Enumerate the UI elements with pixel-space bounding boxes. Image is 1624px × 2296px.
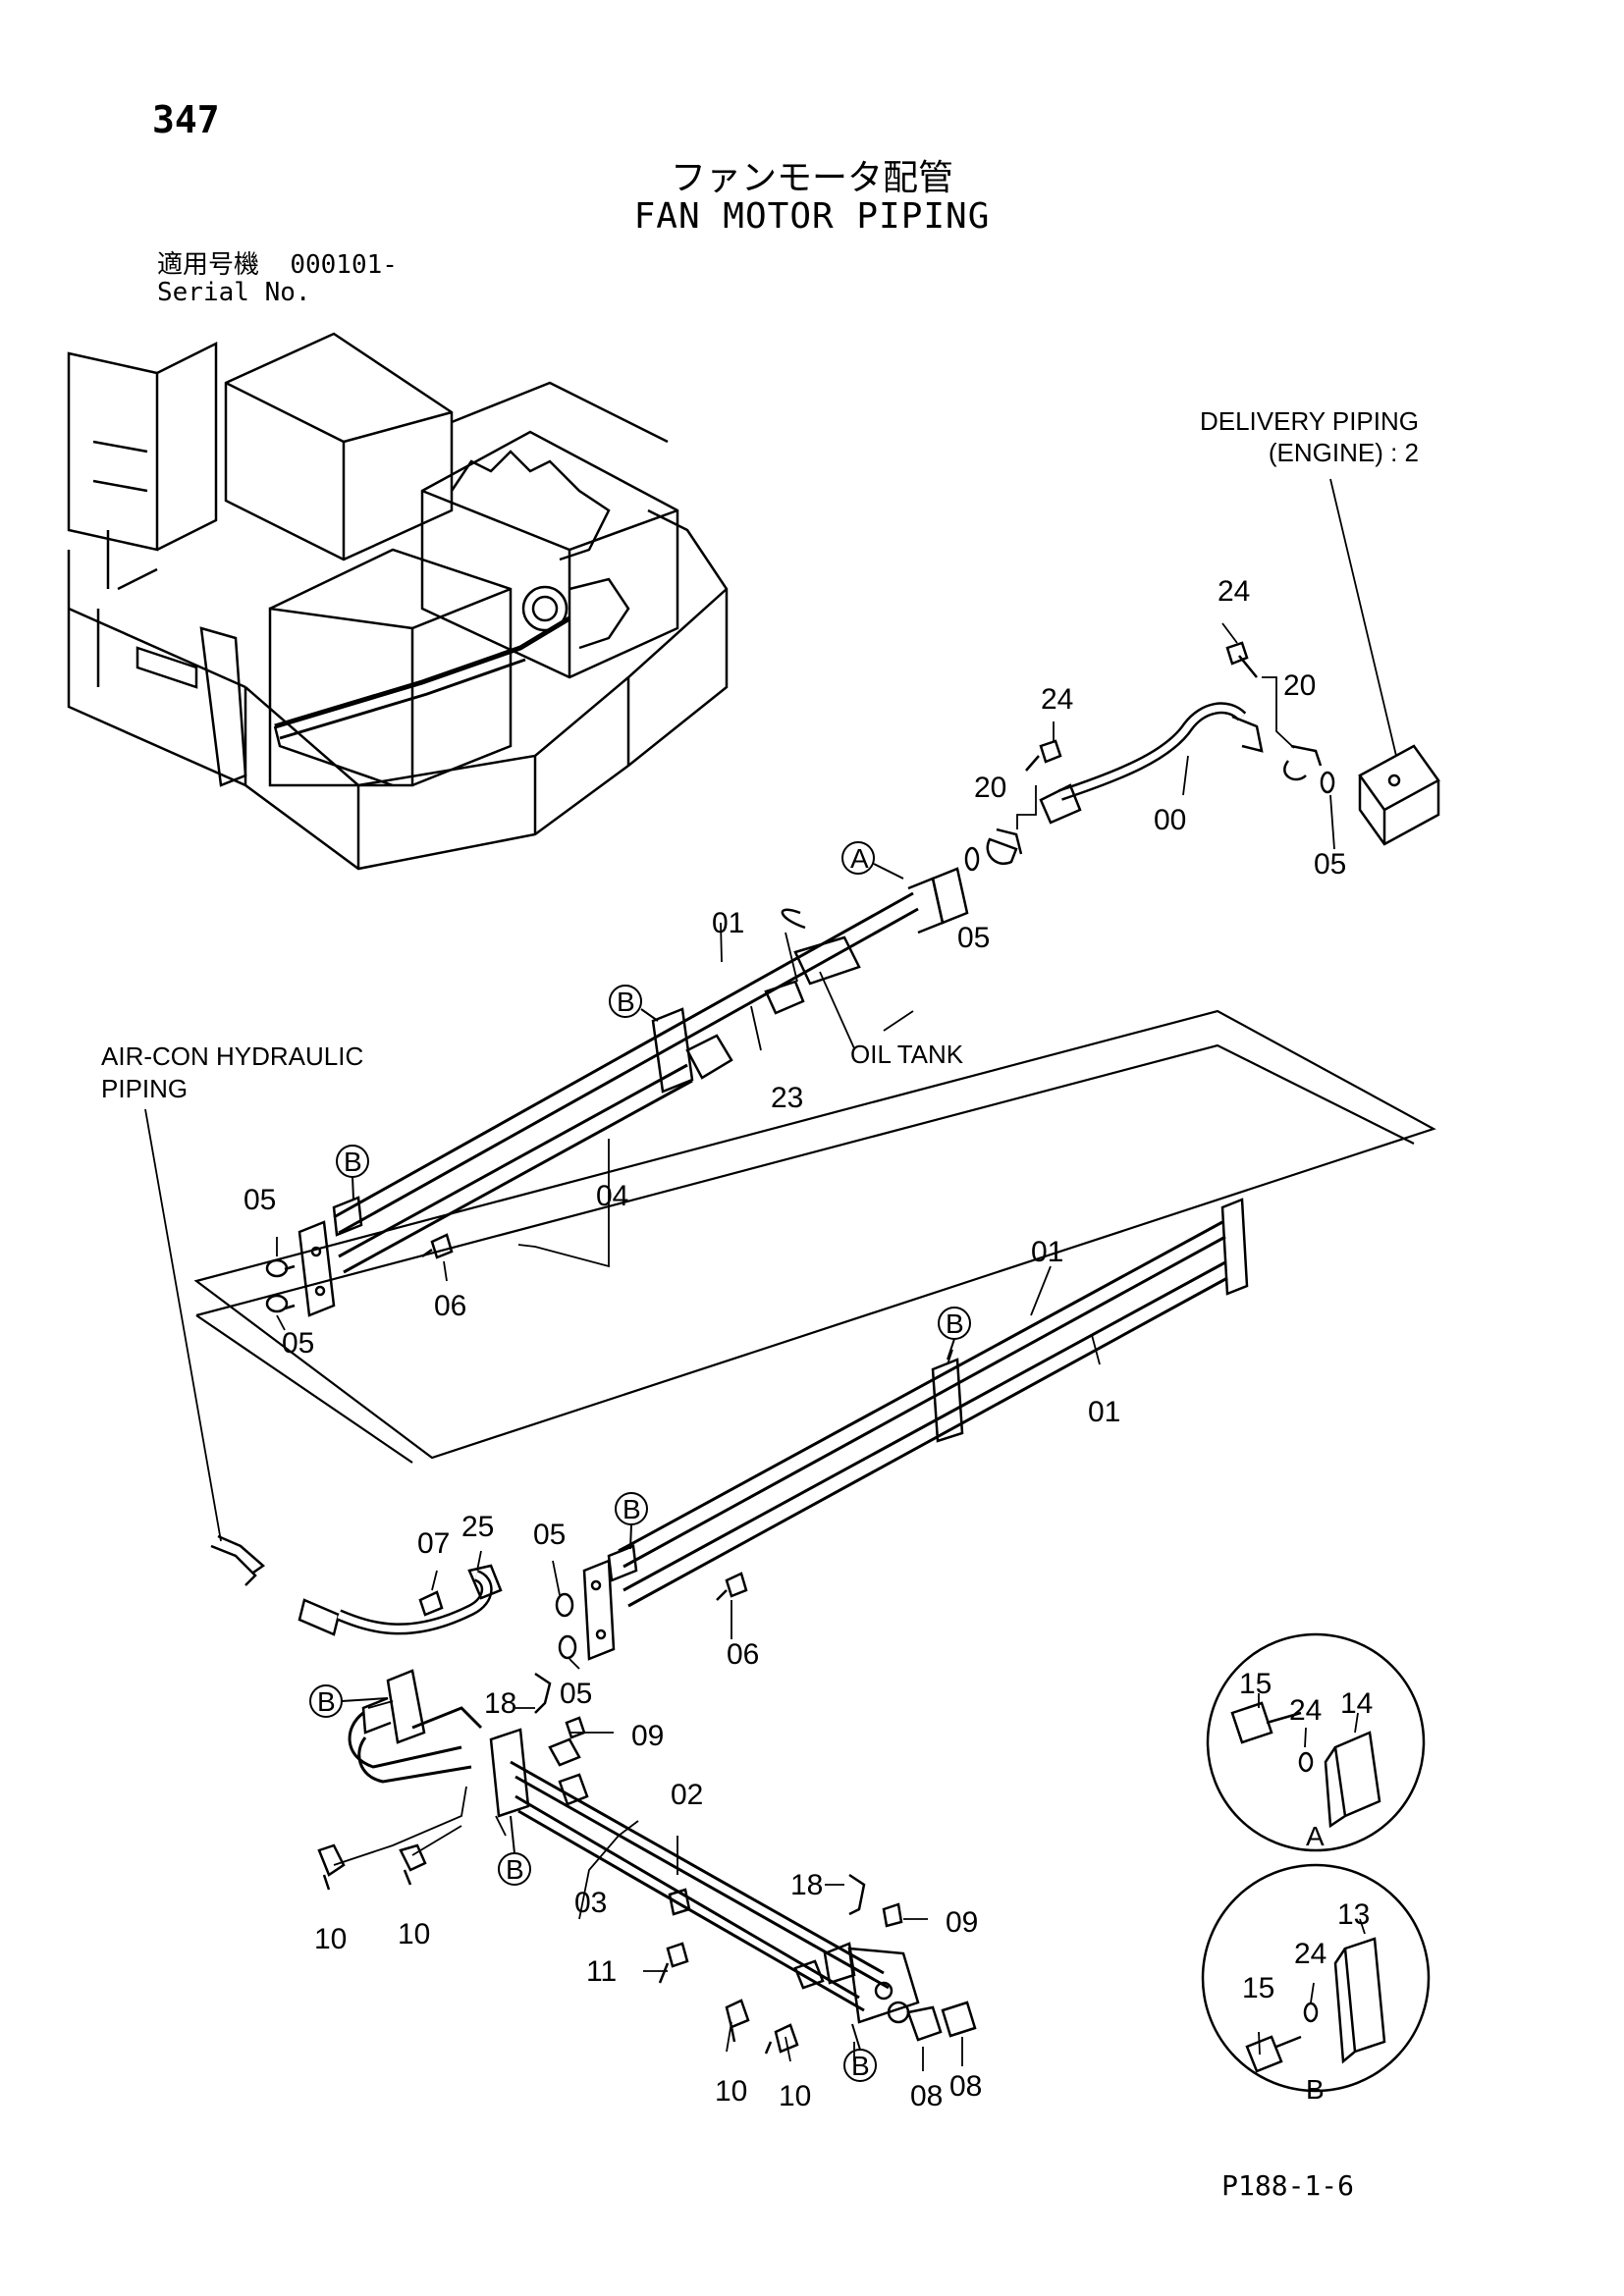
part-06: 06: [727, 1638, 759, 1671]
serial-en-label: Serial No.: [157, 278, 311, 307]
part-08: 08: [949, 2070, 982, 2103]
part-11: 11: [586, 1955, 617, 1988]
part-08: 08: [910, 2080, 943, 2112]
lower-pipe-assembly: [210, 1534, 977, 2055]
delivery-engine-label: (ENGINE) : 2: [1269, 438, 1419, 467]
part-05: 05: [244, 1184, 276, 1216]
callout-b-letter-7: B: [851, 2051, 870, 2081]
callouts: [309, 841, 971, 2082]
part-10: 10: [398, 1918, 430, 1950]
part-18: 18: [790, 1869, 823, 1901]
part-15: 15: [1242, 1972, 1274, 2004]
serial-block: 適用号機 000101- Serial No.: [157, 251, 398, 306]
reference-code: P188-1-6: [1221, 2169, 1354, 2202]
delivery-piping-label: DELIVERY PIPING: [1200, 406, 1419, 436]
part-05: 05: [282, 1327, 314, 1360]
oil-tank-label: OIL TANK: [850, 1040, 964, 1069]
detail-b: [1201, 1863, 1431, 2093]
callout-b-letter-5: B: [317, 1686, 336, 1717]
part-24: 24: [1289, 1694, 1322, 1727]
part-05: 05: [560, 1678, 592, 1710]
title-japanese: ファンモータ配管: [670, 158, 953, 198]
aircon-piping-label-1: AIR-CON HYDRAULIC: [101, 1041, 363, 1071]
upper-pipe-assembly: [265, 641, 1440, 1317]
part-07: 07: [417, 1527, 450, 1560]
part-00: 00: [1154, 804, 1186, 836]
part-05: 05: [533, 1519, 566, 1551]
aircon-piping-label-2: PIPING: [101, 1074, 188, 1103]
part-20: 20: [1283, 669, 1316, 702]
part-14: 14: [1340, 1687, 1373, 1720]
part-05: 05: [957, 922, 990, 954]
part-09: 09: [946, 1906, 978, 1939]
part-23: 23: [771, 1082, 803, 1114]
detail-a: [1206, 1632, 1426, 1852]
part-10: 10: [715, 2075, 747, 2108]
part-20: 20: [974, 772, 1006, 804]
part-13: 13: [1337, 1898, 1370, 1931]
detail-a-label: A: [1306, 1821, 1325, 1851]
part-10: 10: [314, 1923, 347, 1955]
part-09: 09: [631, 1720, 664, 1752]
serial-jp-label: 適用号機: [157, 250, 260, 280]
part-15: 15: [1239, 1668, 1272, 1700]
serial-value: 000101-: [290, 250, 398, 280]
part-25: 25: [461, 1511, 494, 1543]
page-number: 347: [152, 98, 220, 141]
callout-b-letter-4: B: [623, 1494, 641, 1524]
part-10: 10: [779, 2080, 811, 2112]
part-01: 01: [712, 907, 744, 939]
floor-outline: [193, 1009, 1436, 1464]
part-06: 06: [434, 1290, 466, 1322]
callout-a-letter: A: [850, 843, 869, 874]
part-05: 05: [1314, 848, 1346, 881]
callout-b-letter-2: B: [344, 1147, 362, 1177]
middle-pipe-assembly: [555, 1198, 1249, 1661]
part-04: 04: [596, 1180, 628, 1212]
callout-b-letter-6: B: [506, 1854, 524, 1885]
leader-lines: [144, 478, 1397, 2071]
part-01: 01: [1088, 1396, 1120, 1428]
machine-illustration: [67, 332, 729, 871]
callout-b-letter-3: B: [946, 1308, 964, 1339]
title-english: FAN MOTOR PIPING: [633, 196, 991, 237]
detail-b-label: B: [1306, 2074, 1325, 2105]
callout-b-letter-1: B: [617, 987, 635, 1017]
part-01: 01: [1031, 1236, 1063, 1268]
part-03: 03: [574, 1887, 607, 1919]
part-02: 02: [671, 1779, 703, 1811]
part-24: 24: [1294, 1938, 1326, 1970]
part-24: 24: [1218, 575, 1250, 608]
part-18: 18: [484, 1687, 516, 1720]
part-24: 24: [1041, 683, 1073, 716]
